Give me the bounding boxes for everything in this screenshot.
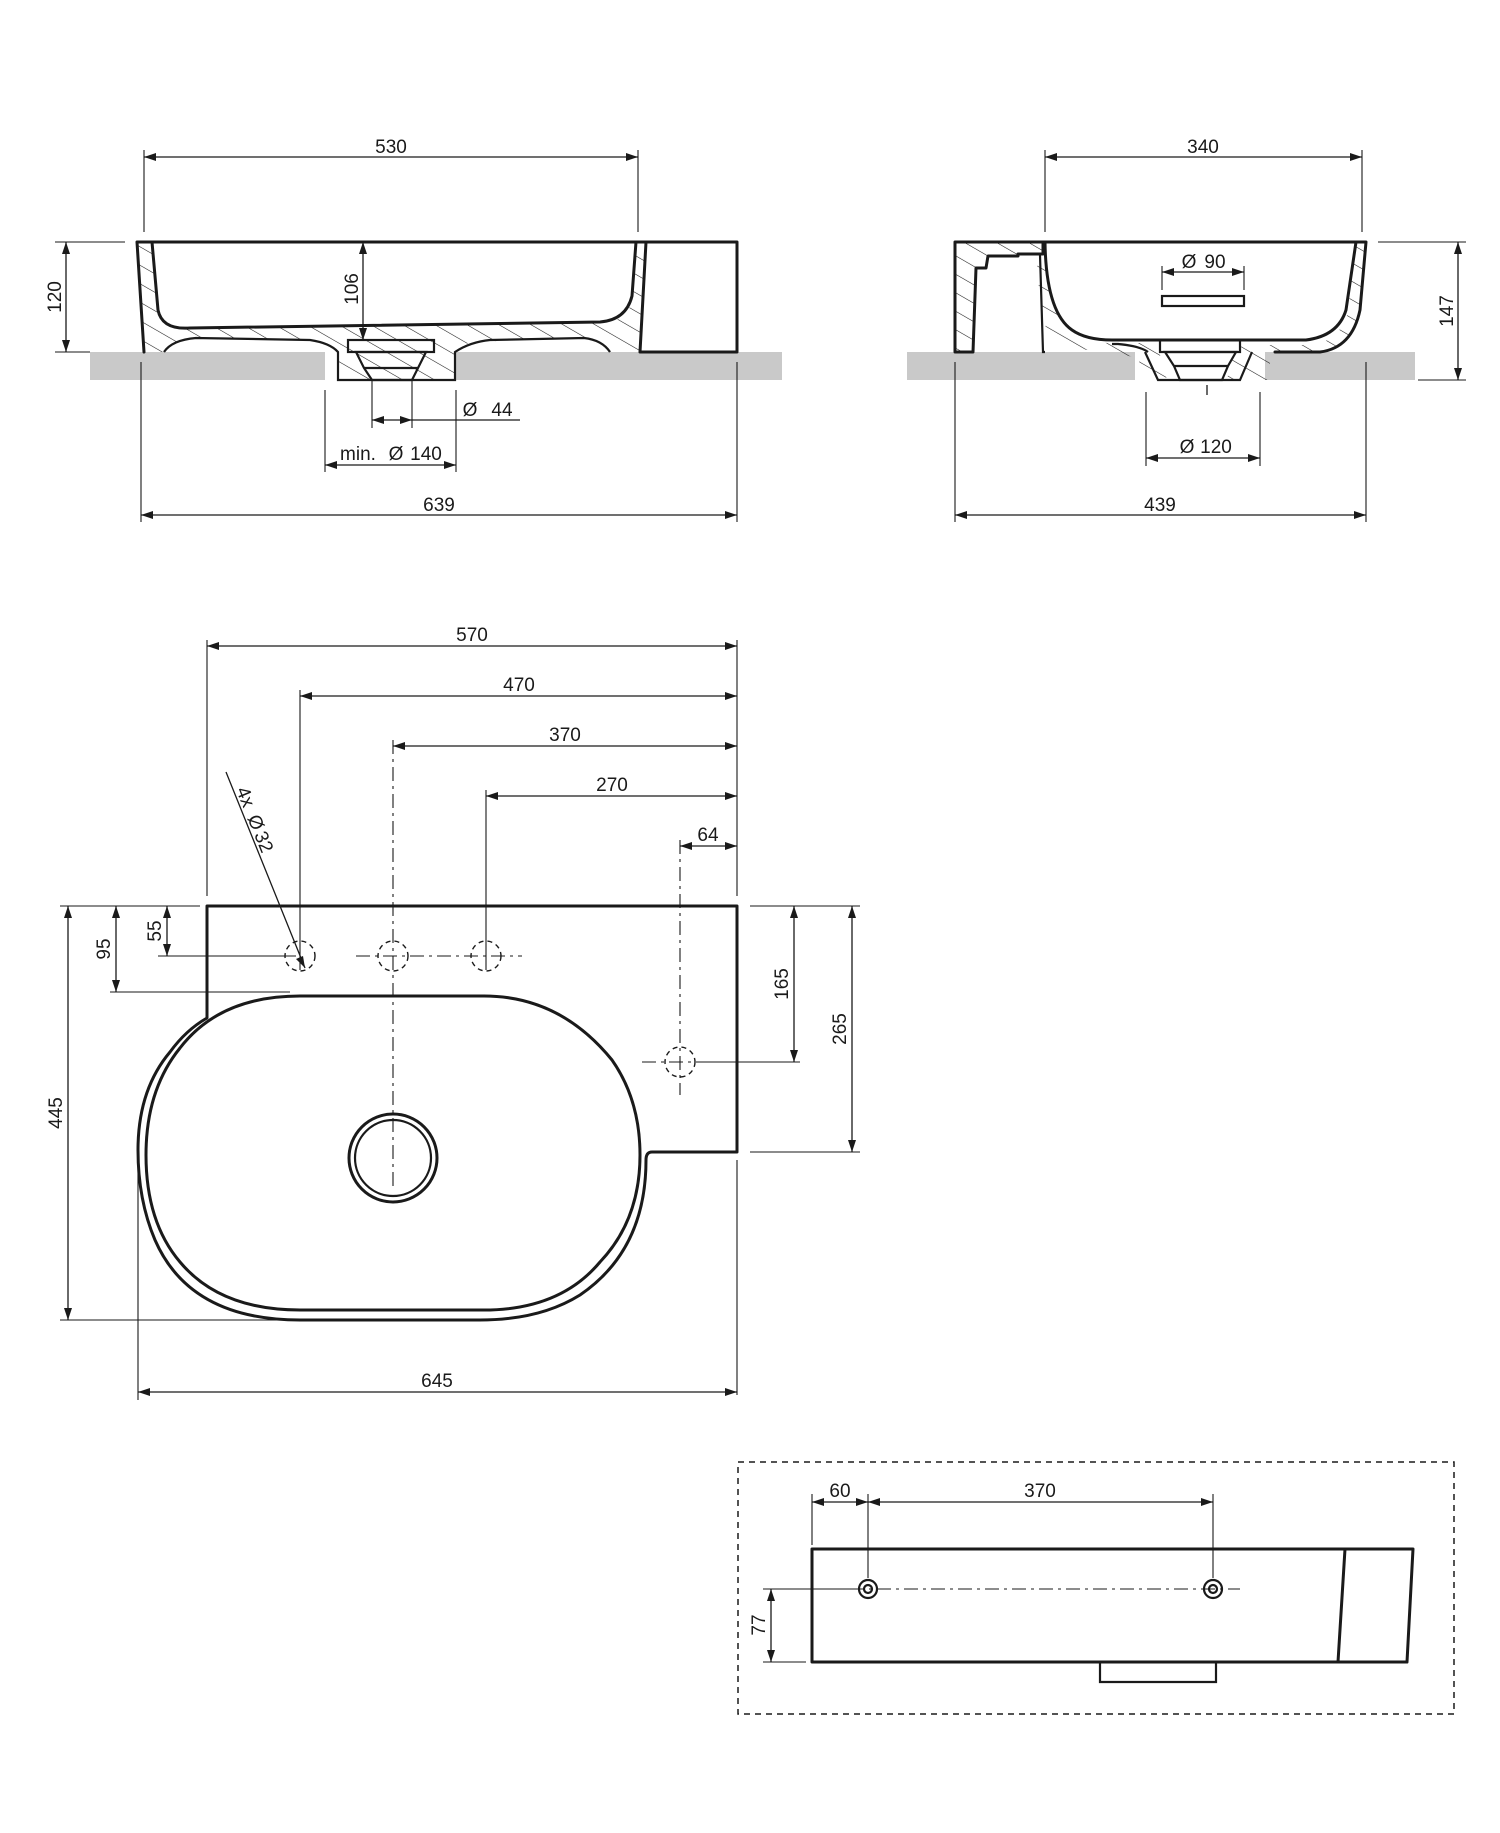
countertop-left <box>90 352 325 380</box>
countertop-left-side <box>907 352 1135 380</box>
dim-side-diameter-symbol: Ø <box>1182 252 1197 273</box>
dim-front-diameter-symbol-2: Ø <box>389 444 404 465</box>
dim-top-55: 55 <box>145 920 166 941</box>
dim-front-120: 120 <box>45 281 66 313</box>
dim-front-44: 44 <box>491 400 513 421</box>
dim-front-106: 106 <box>342 273 363 305</box>
dim-side-340: 340 <box>1187 137 1219 158</box>
dim-top-645: 645 <box>421 1371 453 1392</box>
dim-rear-77: 77 <box>749 1614 770 1635</box>
dim-top-445: 445 <box>46 1097 67 1129</box>
countertop-right <box>456 352 782 380</box>
dim-side-diameter-symbol-2: Ø <box>1180 437 1195 458</box>
side-outer <box>953 240 1368 354</box>
dim-front-639: 639 <box>423 495 455 516</box>
dim-rear-370: 370 <box>1024 1481 1056 1502</box>
dim-top-370: 370 <box>549 725 581 746</box>
dim-top-270: 270 <box>596 775 628 796</box>
dim-side-439: 439 <box>1144 495 1176 516</box>
rear-view-frame <box>737 1461 1455 1715</box>
dim-top-holes-32: 32 <box>249 829 276 856</box>
dim-front-min-label: min. <box>340 444 376 465</box>
basin-inner <box>150 240 638 330</box>
side-waste-flange <box>1158 338 1242 354</box>
countertop-right-side <box>1265 352 1415 380</box>
overflow-slot <box>1160 294 1246 308</box>
top-view: 570 470 370 270 64 4x Ø 32 55 <box>46 625 860 1400</box>
dim-side-90: 90 <box>1204 252 1225 273</box>
dim-top-64: 64 <box>697 825 719 846</box>
bowl-rim <box>144 994 642 1312</box>
rear-waste <box>1098 1662 1218 1684</box>
dim-front-530: 530 <box>375 137 407 158</box>
dim-front-140: 140 <box>410 444 442 465</box>
top-outline <box>136 904 739 1322</box>
dim-top-95: 95 <box>94 938 115 959</box>
drain-outer <box>347 1112 439 1204</box>
dim-side-120: 120 <box>1200 437 1232 458</box>
dim-top-470: 470 <box>503 675 535 696</box>
dim-top-holes-count: 4x <box>231 784 258 811</box>
dim-top-570: 570 <box>456 625 488 646</box>
dim-top-265: 265 <box>830 1013 851 1045</box>
side-inner <box>1043 240 1358 342</box>
dim-top-165: 165 <box>772 968 793 1000</box>
side-view: 340 Ø 90 147 Ø 120 439 <box>907 137 1466 522</box>
rear-outline <box>810 1547 1415 1664</box>
dim-rear-60: 60 <box>829 1481 850 1502</box>
dim-front-diameter-symbol: Ø <box>463 400 478 421</box>
basin-outer <box>135 240 739 354</box>
side-waste-body <box>1162 350 1238 382</box>
front-view: 530 120 106 Ø 44 min. Ø 140 639 <box>45 137 782 522</box>
side-section-hatch <box>955 242 1366 380</box>
rear-view: 60 370 77 <box>737 1461 1455 1715</box>
dim-side-147: 147 <box>1437 295 1458 327</box>
